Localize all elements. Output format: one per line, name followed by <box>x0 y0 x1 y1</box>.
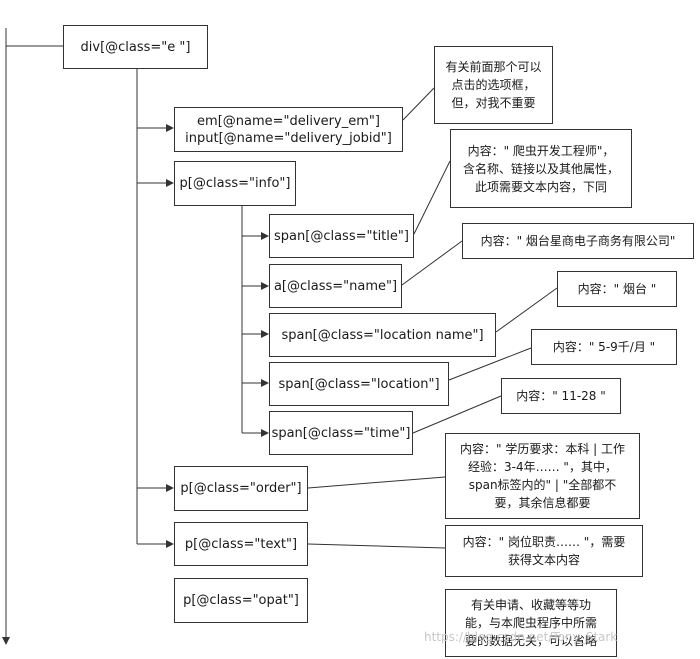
node-info: p[@class="info"] <box>174 161 296 206</box>
note-line: 此项需要文本内容，下同 <box>474 179 607 194</box>
node-em-label: em[@name="delivery_em"] <box>197 113 380 129</box>
note-line: 经验：3-4年…… "，其中， <box>468 460 617 474</box>
node-order-label: p[@class="order"] <box>180 481 302 496</box>
note-line: span标签内的" | "全部都不 <box>468 478 617 492</box>
node-name: a[@class="name"] <box>269 264 402 308</box>
note-line: 内容：" 学历要求：本科 | 工作 <box>459 442 625 456</box>
note-location: 内容：" 5-9千/月 " <box>531 329 677 365</box>
node-location: span[@class="location"] <box>269 362 449 406</box>
note-line: 点击的选项框， <box>451 78 536 92</box>
note-line: 有关前面那个可以 <box>445 60 542 74</box>
note-line: 内容：" 岗位职责…… "，需要 <box>462 535 626 549</box>
leader-title <box>413 160 451 235</box>
node-text: p[@class="text"] <box>174 522 308 566</box>
node-opat: p[@class="opat"] <box>174 578 308 623</box>
node-opat-label: p[@class="opat"] <box>183 593 299 608</box>
note-title: 内容：" 爬虫开发工程师"， 含名称、链接以及其他属性， 此项需要文本内容，下同 <box>450 129 632 208</box>
note-line: 能，与本爬虫程序中所需 <box>464 616 597 630</box>
note-line: 内容：" 5-9千/月 " <box>552 340 656 354</box>
note-line: 要，其余信息都要 <box>494 496 591 510</box>
note-line: 要的数据无关，可以省略 <box>464 634 597 648</box>
note-line: 有关申请、收藏等等功 <box>470 598 591 612</box>
node-title: span[@class="title"] <box>269 214 414 258</box>
leader-location-name <box>495 287 558 333</box>
leader-name <box>401 240 463 286</box>
leader-location <box>448 347 532 381</box>
note-em-input: 有关前面那个可以 点击的选项框， 但，对我不重要 <box>434 46 553 124</box>
note-order: 内容：" 学历要求：本科 | 工作 经验：3-4年…… "，其中， span标签… <box>445 433 640 519</box>
note-line: 内容：" 爬虫开发工程师"， <box>467 143 615 158</box>
note-opat: 有关申请、收藏等等功 能，与本爬虫程序中所需 要的数据无关，可以省略 <box>445 589 617 657</box>
node-root: div[@class="e "] <box>63 25 208 69</box>
node-root-label: div[@class="e "] <box>80 39 191 55</box>
note-line: 含名称、链接以及其他属性， <box>462 161 619 176</box>
note-location-name: 内容：" 烟台 " <box>557 271 677 307</box>
note-line: 内容：" 烟台 " <box>577 282 657 296</box>
node-location-name-label: span[@class="location name"] <box>281 327 484 343</box>
leader-em-input <box>402 87 435 121</box>
leader-text <box>307 543 446 549</box>
node-name-label: a[@class="name"] <box>273 278 398 294</box>
node-time: span[@class="time"] <box>269 411 413 455</box>
node-location-label: span[@class="location"] <box>278 376 440 392</box>
node-time-label: span[@class="time"] <box>271 425 411 441</box>
node-info-label: p[@class="info"] <box>179 176 291 191</box>
leader-order <box>307 476 446 489</box>
note-line: 内容：" 11-28 " <box>516 389 606 403</box>
note-name: 内容：" 烟台星商电子商务有限公司" <box>462 223 694 259</box>
note-text: 内容：" 岗位职责…… "，需要 获得文本内容 <box>445 525 643 577</box>
watermark: https://blog.csdn.net/Tony_Stark <box>424 630 618 644</box>
leader-time <box>412 395 502 434</box>
node-location-name: span[@class="location name"] <box>269 313 496 357</box>
note-line: 获得文本内容 <box>507 553 580 567</box>
node-text-label: p[@class="text"] <box>184 536 298 552</box>
note-line: 但，对我不重要 <box>451 96 536 110</box>
node-em-input: em[@name="delivery_em"] input[@name="del… <box>174 107 403 152</box>
node-input-label: input[@name="delivery_jobid"] <box>185 130 392 146</box>
node-order: p[@class="order"] <box>174 466 308 511</box>
note-time: 内容：" 11-28 " <box>501 378 621 414</box>
node-title-label: span[@class="title"] <box>274 228 409 244</box>
note-line: 内容：" 烟台星商电子商务有限公司" <box>480 234 676 248</box>
